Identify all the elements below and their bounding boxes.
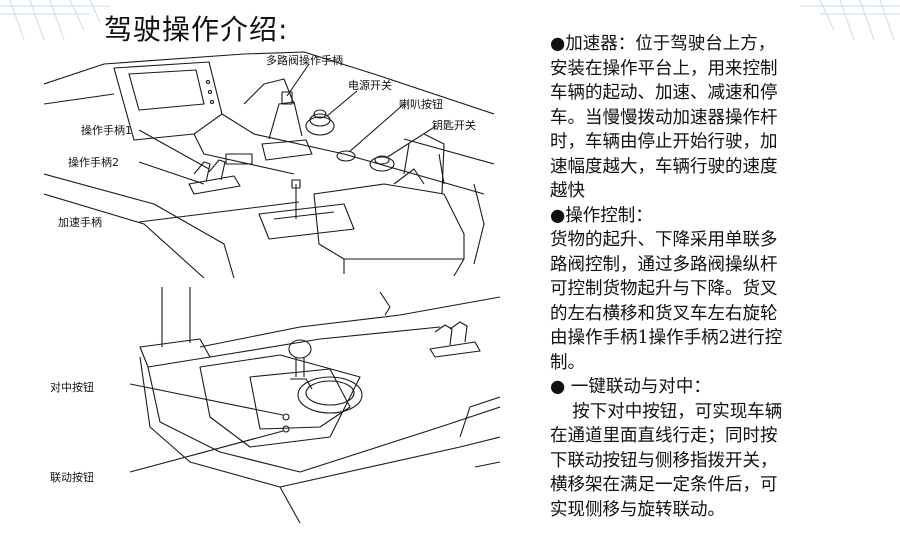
console-drawing bbox=[43, 51, 495, 279]
description-panel: ●加速器：位于驾驶台上方， 安装在操作平台上，用来控制 车辆的起动、加速、减速和… bbox=[550, 32, 850, 522]
section-accelerator: ●加速器：位于驾驶台上方， 安装在操作平台上，用来控制 车辆的起动、加速、减速和… bbox=[550, 32, 850, 204]
text-line: ●加速器：位于驾驶台上方， bbox=[550, 34, 776, 54]
text-line: ● 一键联动与对中： bbox=[550, 377, 711, 397]
text-line: 车辆的起动、加速、减速和停 bbox=[550, 83, 778, 103]
label-handle-2: 操作手柄2 bbox=[68, 156, 119, 169]
text-line: 制。 bbox=[550, 352, 585, 373]
section-operation-control: ●操作控制： 货物的起升、下降采用单联多 路阀控制，通过多路阀操纵杆 可控制货物… bbox=[550, 204, 850, 376]
label-handle-1: 操作手柄1 bbox=[81, 124, 132, 137]
text-line: 实现侧移与旋转联动。 bbox=[550, 499, 725, 520]
label-multi-valve-handle: 多路阀操作手柄 bbox=[266, 54, 343, 67]
text-line: 的左右横移和货叉车左右旋轮 bbox=[550, 303, 778, 324]
text-line: 由操作手柄1操作手柄2进行控 bbox=[550, 328, 783, 348]
label-link-button: 联动按钮 bbox=[50, 471, 94, 484]
text-line: 货物的起升、下降采用单联多 bbox=[550, 230, 778, 250]
console-figure-top: 多路阀操作手柄 电源开关 喇叭按钮 钥匙开关 操作手柄1 操作手柄2 加速手柄 bbox=[43, 44, 495, 279]
text-line: 横移架在满足一定条件后，可 bbox=[550, 475, 778, 495]
text-line: 可控制货物起升与下降。货叉 bbox=[550, 279, 778, 299]
top-right-decoration bbox=[800, 0, 900, 40]
text-line: 车。当慢慢拨动加速器操作杆 bbox=[550, 107, 778, 128]
label-power-switch: 电源开关 bbox=[348, 79, 392, 92]
label-horn-button: 喇叭按钮 bbox=[399, 98, 443, 111]
text-line: 路阀控制，通过多路阀操纵杆 bbox=[550, 254, 778, 275]
joystick-drawing bbox=[129, 287, 501, 524]
console-figure-bottom: 对中按钮 联动按钮 bbox=[50, 287, 501, 524]
page-title: 驾驶操作介绍: bbox=[104, 13, 289, 46]
label-accelerator-handle: 加速手柄 bbox=[58, 216, 102, 229]
text-line: 按下对中按钮，可实现车辆 bbox=[550, 401, 783, 422]
text-line: 下联动按钮与侧移指拨开关， bbox=[550, 450, 778, 471]
text-line: 速幅度越大，车辆行驶的速度 bbox=[550, 156, 778, 177]
label-center-button: 对中按钮 bbox=[50, 381, 94, 394]
label-key-switch: 钥匙开关 bbox=[432, 119, 476, 132]
text-line: 时，车辆由停止开始行驶，加 bbox=[550, 132, 778, 152]
top-left-decoration bbox=[0, 0, 110, 40]
text-line: 安装在操作平台上，用来控制 bbox=[550, 58, 778, 79]
text-line: ●操作控制： bbox=[550, 205, 653, 226]
text-line: 越快 bbox=[550, 181, 585, 201]
text-line: 在通道里面直线行走；同时按 bbox=[550, 426, 778, 446]
section-linkage-centering: ● 一键联动与对中： 按下对中按钮，可实现车辆 在通道里面直线行走；同时按 下联… bbox=[550, 375, 850, 522]
